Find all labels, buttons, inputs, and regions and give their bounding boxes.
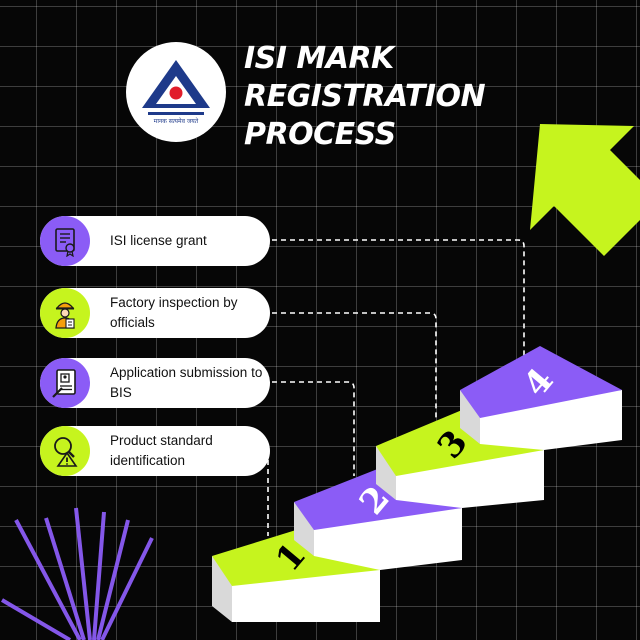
title-line-2: REGISTRATION bbox=[244, 79, 486, 114]
step-label: Factory inspection by officials bbox=[110, 295, 238, 330]
inspector-icon bbox=[55, 302, 75, 329]
step-label: ISI license grant bbox=[110, 233, 207, 248]
page-title: ISI MARK REGISTRATION PROCESS bbox=[244, 40, 486, 154]
certificate-icon bbox=[55, 228, 75, 257]
step-icon-badge bbox=[40, 426, 90, 476]
document-icon bbox=[52, 369, 76, 398]
step-card-license-grant: ISI license grant bbox=[40, 216, 270, 266]
bis-logo-caption: मानक सत्यमेव जयते bbox=[154, 117, 199, 125]
step-card-product-standard: Product standard identification bbox=[40, 426, 270, 476]
step-icon-badge bbox=[40, 288, 90, 338]
arrow-up-left-icon bbox=[530, 124, 640, 256]
connector-lines bbox=[267, 239, 525, 536]
title-line-3: PROCESS bbox=[244, 117, 396, 152]
step-card-factory-inspection: Factory inspection by officials bbox=[40, 288, 270, 338]
step-icon-badge bbox=[40, 358, 90, 408]
bis-logo: मानक सत्यमेव जयते bbox=[126, 42, 226, 142]
step-label: Product standard identification bbox=[110, 433, 213, 468]
bis-logo-icon: मानक सत्यमेव जयते bbox=[142, 60, 210, 125]
search-warning-icon bbox=[54, 437, 78, 467]
step-label: Application submission to BIS bbox=[110, 365, 263, 400]
title-line-1: ISI MARK bbox=[244, 41, 394, 76]
burst-lines bbox=[0, 507, 154, 640]
stair-step-3: 3 bbox=[376, 410, 544, 508]
staircase: 1 2 3 4 bbox=[212, 346, 622, 622]
step-card-application-submission: Application submission to BIS bbox=[40, 358, 270, 408]
stair-step-4: 4 bbox=[460, 346, 622, 450]
stair-step-2: 2 bbox=[294, 468, 462, 570]
stair-step-1: 1 bbox=[212, 530, 380, 622]
step-icon-badge bbox=[40, 216, 90, 266]
